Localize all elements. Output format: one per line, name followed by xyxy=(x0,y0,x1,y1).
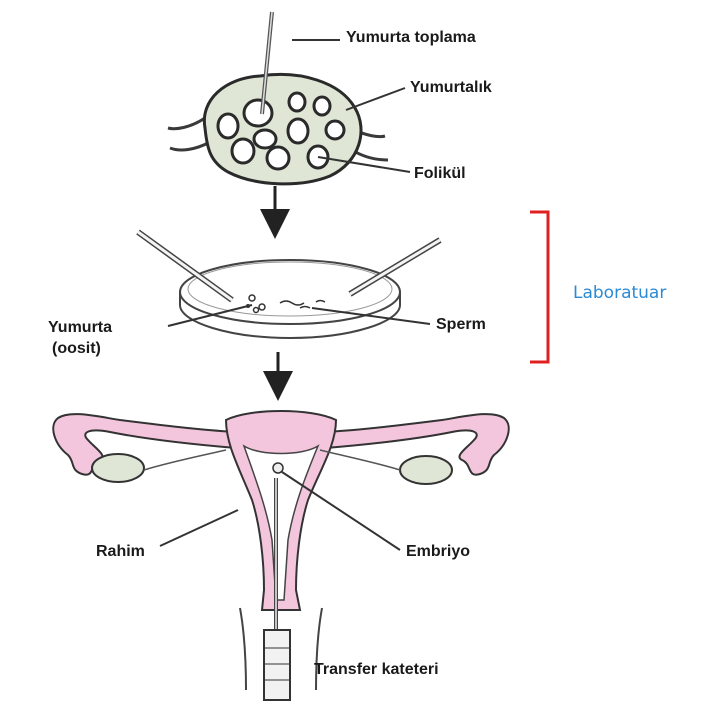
ovary-leader xyxy=(346,88,405,110)
left-ovary xyxy=(92,454,144,482)
egg-retrieval-label: Yumurta toplama xyxy=(346,28,476,47)
embryo-label: Embriyo xyxy=(406,542,470,561)
egg-label-line1: Yumurta xyxy=(48,318,112,337)
ovary-illustration xyxy=(168,74,388,183)
laboratory-label: Laboratuar xyxy=(573,283,666,303)
ovary-label: Yumurtalık xyxy=(410,78,492,97)
uterus-leader xyxy=(160,510,238,546)
embryo-dot xyxy=(273,463,283,473)
right-ovary xyxy=(400,456,452,484)
laboratory-bracket xyxy=(530,212,548,362)
transfer-catheter-label: Transfer kateteri xyxy=(314,660,439,679)
egg-label-line2: (oosit) xyxy=(52,339,101,358)
sperm-label: Sperm xyxy=(436,315,486,334)
uterus-label: Rahim xyxy=(96,542,145,561)
follicle-label: Folikül xyxy=(414,164,466,183)
